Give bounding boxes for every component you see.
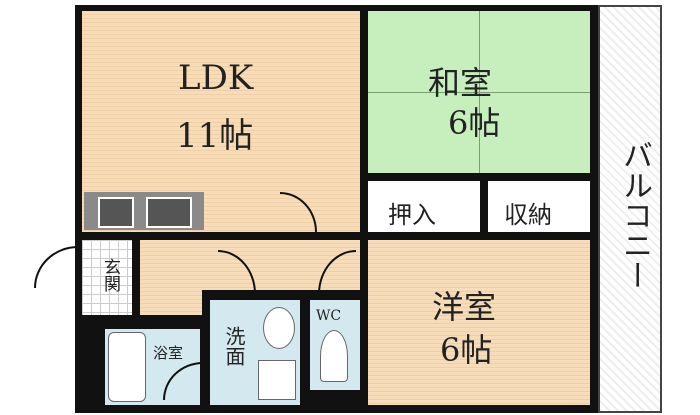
balcony bbox=[598, 5, 662, 413]
kitchen-sink bbox=[146, 197, 192, 228]
entrance-door[interactable] bbox=[34, 246, 78, 288]
shuno-label: 収納 bbox=[504, 201, 552, 229]
oshiire-closet bbox=[368, 181, 480, 232]
washitsu-label: 和室 bbox=[428, 64, 493, 102]
genkan-label: 玄関 bbox=[100, 258, 120, 292]
washitsu-room bbox=[368, 11, 590, 173]
genkan-entrance bbox=[82, 240, 132, 315]
senmen-label: 洗面 bbox=[222, 326, 246, 366]
washing-machine-pan bbox=[258, 360, 296, 400]
washitsu-size: 6帖 bbox=[448, 104, 501, 142]
bath-label: 浴室 bbox=[153, 344, 184, 362]
oshiire-label: 押入 bbox=[388, 201, 436, 229]
washbasin bbox=[263, 307, 295, 349]
yoshitsu-label: 洋室 bbox=[432, 288, 497, 326]
toilet bbox=[320, 330, 348, 382]
yoshitsu-size: 6帖 bbox=[440, 331, 493, 369]
ldk-size: 11帖 bbox=[176, 116, 254, 156]
bathtub bbox=[108, 332, 146, 402]
yoshitsu-room bbox=[368, 240, 590, 405]
balcony-label: バルコニー bbox=[617, 140, 652, 290]
wc-label: WC bbox=[316, 308, 342, 324]
shuno-closet bbox=[488, 181, 590, 232]
kitchen-stove bbox=[98, 197, 134, 228]
hallway-lower bbox=[140, 240, 202, 315]
ldk-label: LDK bbox=[178, 58, 254, 98]
